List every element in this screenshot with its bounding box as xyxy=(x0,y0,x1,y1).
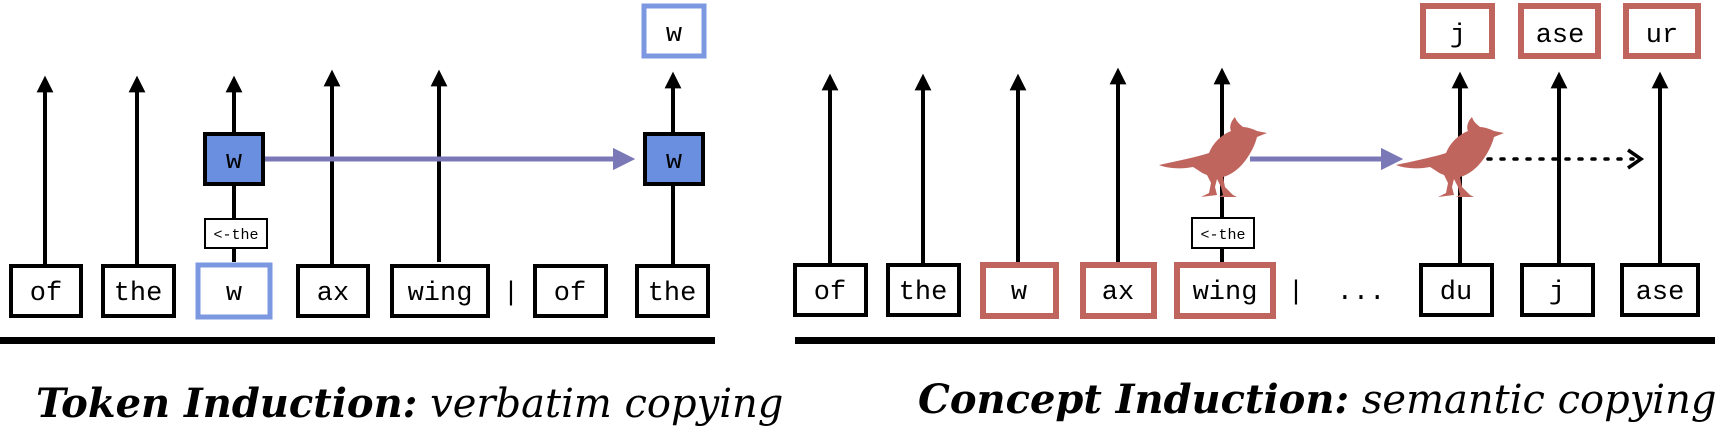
svg-text:w: w xyxy=(226,279,242,309)
separator: | xyxy=(503,279,519,309)
svg-text:j: j xyxy=(1450,21,1466,51)
input-token: the xyxy=(101,264,176,318)
dotted-arrow-head xyxy=(1627,148,1645,170)
svg-text:ax: ax xyxy=(317,279,349,309)
input-token: du xyxy=(1419,263,1494,317)
caption-title: Concept Induction: xyxy=(918,376,1349,423)
svg-text:the: the xyxy=(114,279,163,309)
ellipsis: ... xyxy=(1337,278,1386,308)
prev-token-label: <-the xyxy=(204,218,268,249)
caption-subtitle: semantic copying xyxy=(1349,377,1715,423)
svg-text:w: w xyxy=(666,20,682,50)
svg-text:the: the xyxy=(648,279,697,309)
svg-text:wing: wing xyxy=(1193,278,1258,308)
svg-text:w: w xyxy=(1011,278,1027,308)
induction-head-target: w xyxy=(643,132,705,186)
svg-text:of: of xyxy=(554,279,586,309)
input-token: j xyxy=(1520,263,1595,317)
input-token-highlighted: ax xyxy=(1080,262,1157,319)
head-source-label: w xyxy=(226,147,242,177)
svg-text:<-the: <-the xyxy=(213,227,258,244)
svg-text:ase: ase xyxy=(1636,278,1685,308)
svg-text:<-the: <-the xyxy=(1200,227,1245,244)
svg-text:j: j xyxy=(1549,278,1565,308)
caption-subtitle: verbatim copying xyxy=(417,381,783,427)
input-token-highlighted: w xyxy=(195,262,273,320)
input-token-highlighted: w xyxy=(980,262,1059,319)
svg-text:of: of xyxy=(30,279,62,309)
svg-text:du: du xyxy=(1440,278,1472,308)
input-token: the xyxy=(886,263,961,317)
input-token: wing xyxy=(390,264,490,318)
head-target-label: w xyxy=(666,147,682,177)
input-token: the xyxy=(635,264,710,318)
svg-text:the: the xyxy=(899,278,948,308)
input-token: ase xyxy=(1620,263,1700,317)
output-token: j xyxy=(1420,3,1495,59)
baseline xyxy=(795,337,1715,344)
token-induction-panel: w w <-the w of the w xyxy=(0,3,783,427)
prev-token-label: <-the xyxy=(1191,217,1255,249)
input-token: of xyxy=(793,263,868,317)
input-token: ax xyxy=(296,264,370,318)
induction-head-source: w xyxy=(203,132,265,186)
input-token-highlighted: wing xyxy=(1174,262,1276,319)
output-token: ase xyxy=(1518,3,1601,59)
output-token: ur xyxy=(1623,3,1701,59)
caption: Token Induction: verbatim copying xyxy=(36,380,783,427)
cardinal-bird-icon xyxy=(1396,117,1504,197)
concept-induction-panel: <-the j ase ur of the w ax xyxy=(793,3,1715,423)
svg-text:ur: ur xyxy=(1646,21,1678,51)
svg-text:ase: ase xyxy=(1536,21,1585,51)
output-token: w xyxy=(641,3,707,59)
caption: Concept Induction: semantic copying xyxy=(918,376,1715,423)
svg-text:of: of xyxy=(814,278,846,308)
svg-text:ax: ax xyxy=(1102,278,1134,308)
input-token: of xyxy=(533,264,608,318)
baseline xyxy=(0,337,715,344)
input-token: of xyxy=(9,264,83,318)
svg-text:wing: wing xyxy=(408,279,473,309)
caption-title: Token Induction: xyxy=(36,380,417,427)
separator: | xyxy=(1288,278,1304,308)
